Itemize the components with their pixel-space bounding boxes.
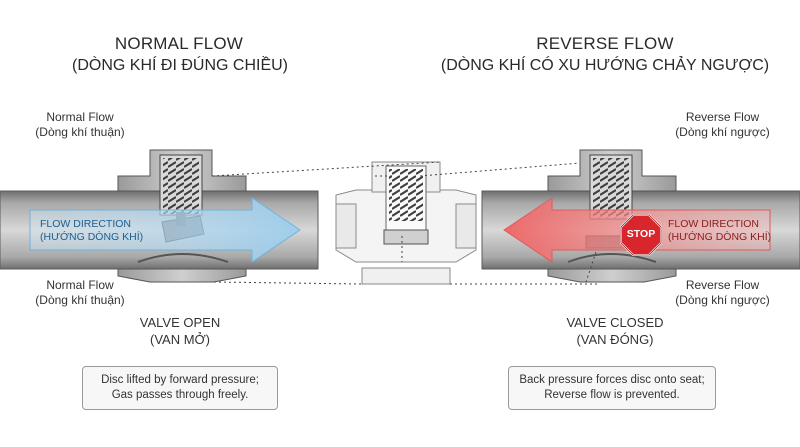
normal-note-line2: Gas passes through freely. [111, 389, 249, 401]
normal-top-label-vi: (Dòng khí thuận) [35, 125, 125, 139]
reverse-arrow-text-en: FLOW DIRECTION [668, 218, 759, 230]
normal-arrow-text-vi: (HƯỚNG DÒNG KHÍ) [40, 231, 144, 243]
stop-sign-label: STOP [626, 228, 656, 240]
reverse-seat [567, 253, 657, 263]
reverse-state-en: VALVE CLOSED [566, 315, 664, 330]
reverse-note-line2: Reverse flow is prevented. [544, 389, 680, 401]
reverse-state: VALVE CLOSED (VAN ĐÓNG) [550, 314, 680, 348]
normal-note-line1: Disc lifted by forward pressure; [101, 374, 259, 386]
normal-state: VALVE OPEN (VAN MỞ) [120, 314, 240, 348]
normal-state-vi: (VAN MỞ) [149, 332, 210, 347]
detail-base [361, 267, 451, 285]
normal-bottom-label: Normal Flow (Dòng khí thuận) [20, 278, 140, 308]
reverse-top-label: Reverse Flow (Dòng khí ngược) [660, 110, 785, 140]
reverse-state-vi: (VAN ĐÓNG) [576, 332, 654, 347]
reverse-arrow-text: FLOW DIRECTION (HƯỚNG DÒNG KHÍ) [668, 218, 771, 244]
detail-leaders [211, 161, 600, 285]
normal-spring-icon [163, 158, 199, 214]
reverse-lower-body [547, 268, 677, 283]
detail-left-port [335, 203, 357, 249]
reverse-note-line1: Back pressure forces disc onto seat; [519, 374, 705, 386]
normal-note: Disc lifted by forward pressure; Gas pas… [82, 366, 278, 410]
detail-spring-icon [389, 169, 423, 221]
reverse-bottom-label-vi: (Dòng khí ngược) [675, 293, 770, 307]
reverse-subtitle: (DÒNG KHÍ CÓ XU HƯỚNG CHẢY NGƯỢC) [440, 57, 770, 74]
forward-flow-arrow [29, 197, 301, 263]
reverse-valve [481, 149, 800, 283]
reverse-bottom-label-en: Reverse Flow [685, 278, 760, 292]
normal-subtitle: (DÒNG KHÍ ĐI ĐÚNG CHIỀU) [72, 57, 288, 74]
normal-top-label: Normal Flow (Dòng khí thuận) [20, 110, 140, 140]
normal-bottom-label-en: Normal Flow [46, 278, 114, 292]
reverse-top-label-en: Reverse Flow [685, 110, 760, 124]
normal-arrow-text-en: FLOW DIRECTION [40, 218, 131, 230]
reverse-spring-icon [593, 158, 629, 218]
valve-detail [211, 161, 600, 285]
detail-right-port [455, 203, 477, 249]
normal-bottom-label-vi: (Dòng khí thuận) [35, 293, 125, 307]
reverse-arrow-text-vi: (HƯỚNG DÒNG KHÍ) [668, 231, 772, 243]
reverse-bottom-label: Reverse Flow (Dòng khí ngược) [660, 278, 785, 308]
normal-seat [137, 253, 229, 263]
reverse-top-label-vi: (Dòng khí ngược) [675, 125, 770, 139]
normal-arrow-text: FLOW DIRECTION (HƯỚNG DÒNG KHÍ) [40, 218, 143, 244]
normal-title: NORMAL FLOW [114, 34, 244, 53]
normal-state-en: VALVE OPEN [139, 315, 221, 330]
stop-sign-icon [620, 214, 662, 256]
normal-top-label-en: Normal Flow [46, 110, 114, 124]
reverse-note: Back pressure forces disc onto seat; Rev… [508, 366, 716, 410]
detail-disc [383, 229, 429, 245]
normal-valve [0, 149, 319, 283]
reverse-title: REVERSE FLOW [536, 34, 674, 53]
